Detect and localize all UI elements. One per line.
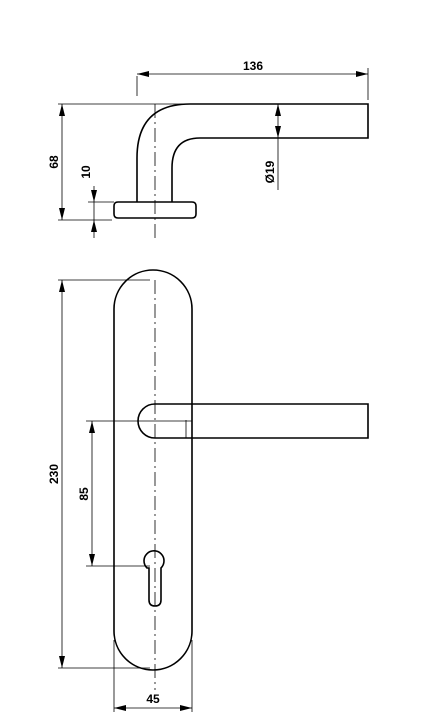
side-rose xyxy=(113,201,197,219)
dim-68-label: 68 xyxy=(47,155,61,169)
dim-10-label: 10 xyxy=(79,165,93,179)
side-view: 136 68 10 Ø19 xyxy=(47,59,369,238)
front-view: 230 85 45 xyxy=(47,269,369,712)
dim-136-label: 136 xyxy=(243,59,263,73)
cylinder-keyhole xyxy=(143,550,165,607)
dim-230-label: 230 xyxy=(47,464,61,484)
dim-45-label: 45 xyxy=(146,692,160,706)
backplate xyxy=(113,269,193,671)
dim-dia19-label: Ø19 xyxy=(263,160,277,183)
dim-85-label: 85 xyxy=(77,487,91,501)
side-lever xyxy=(136,103,369,202)
